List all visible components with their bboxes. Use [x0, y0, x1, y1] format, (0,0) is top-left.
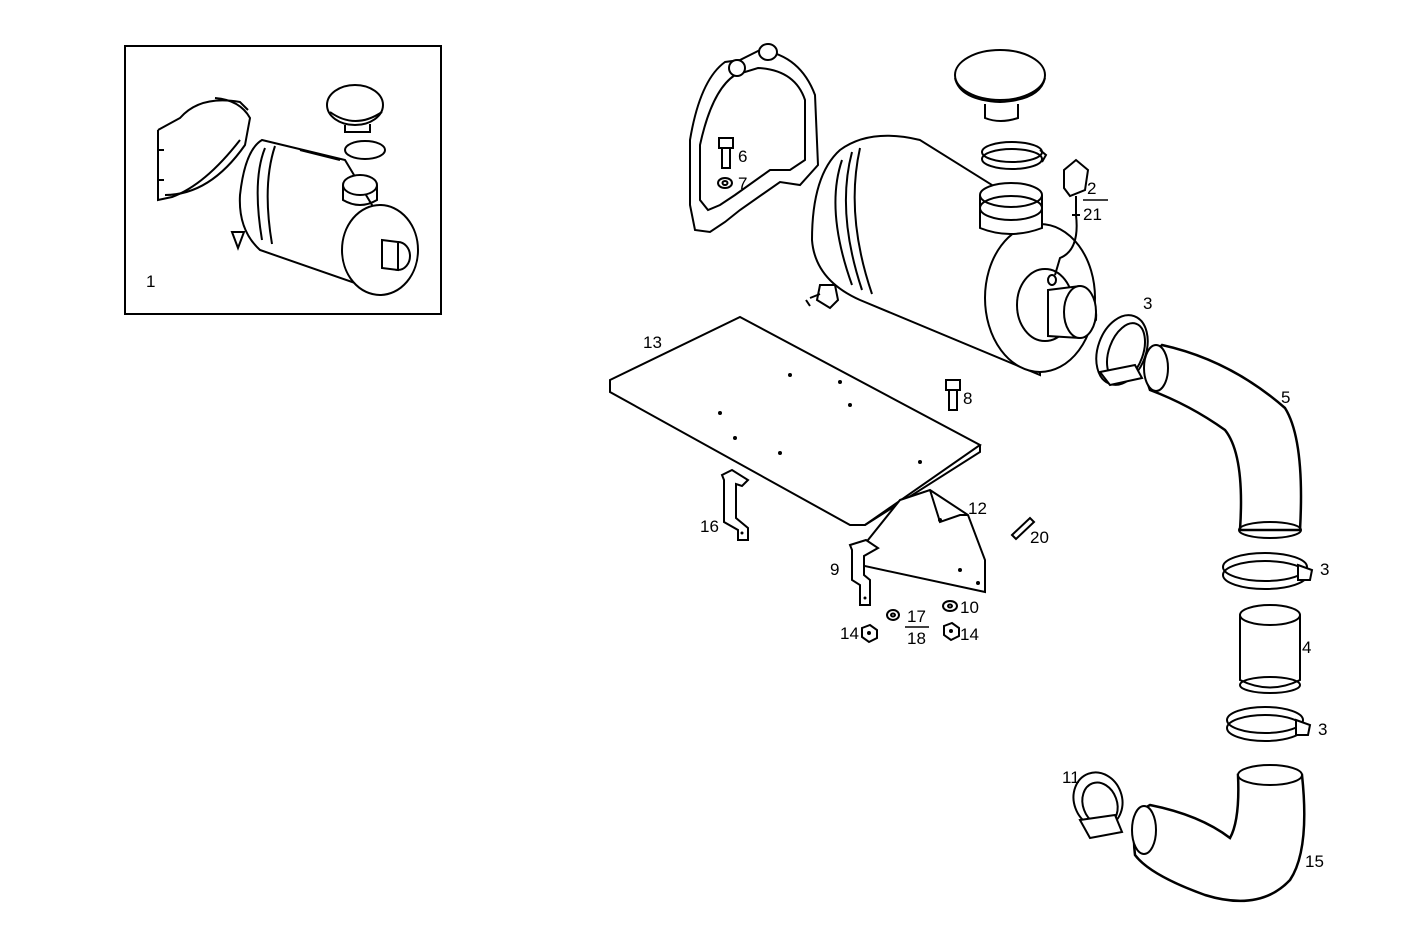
- callout-4: 4: [1302, 638, 1311, 657]
- nut-14-left: [861, 623, 878, 644]
- washer-17-18: [886, 609, 900, 621]
- filter-cap: [954, 49, 1046, 122]
- callout-21: 21: [1083, 205, 1102, 224]
- callout-8: 8: [963, 389, 972, 408]
- nut-10: [942, 600, 958, 612]
- hose-elbow-lower: [1131, 764, 1306, 903]
- callout-16: 16: [700, 517, 719, 536]
- callout-labels: 2 21 3 5 3 4 3 11 15 6 7 13 8 12 20 16 9…: [643, 147, 1329, 871]
- stud-20: [1010, 516, 1036, 541]
- hose-clamp-middle: [1222, 552, 1314, 590]
- callout-15: 15: [1305, 852, 1324, 871]
- callout-14-right: 14: [960, 625, 979, 644]
- callout-14-left: 14: [840, 624, 859, 643]
- mounting-bracket-plate: [689, 43, 820, 234]
- callout-18: 18: [907, 629, 926, 648]
- air-filter-body: [805, 134, 1098, 377]
- top-clamp: [981, 141, 1048, 170]
- callout-13: 13: [643, 333, 662, 352]
- hose-elbow-upper: [1143, 343, 1303, 539]
- callout-17: 17: [907, 607, 926, 626]
- bolt-8: [945, 379, 961, 411]
- sleeve-tube: [1239, 604, 1301, 694]
- callout-9: 9: [830, 560, 839, 579]
- callout-20: 20: [1030, 528, 1049, 547]
- callout-6: 6: [738, 147, 747, 166]
- callout-11: 11: [1062, 768, 1080, 787]
- nut-14-right: [943, 621, 960, 642]
- callout-5: 5: [1281, 388, 1290, 407]
- callout-3-upper: 3: [1143, 294, 1152, 313]
- callout-7: 7: [738, 174, 747, 193]
- callout-3-middle: 3: [1320, 560, 1329, 579]
- hose-clamp-lower: [1226, 706, 1312, 742]
- strap-bracket-16: [720, 468, 750, 541]
- strap-bracket-9: [848, 538, 880, 606]
- inset-assembly-view: 1: [124, 45, 442, 315]
- callout-3-lower: 3: [1318, 720, 1327, 739]
- callout-1: 1: [146, 272, 155, 291]
- callout-12: 12: [968, 499, 987, 518]
- callout-2: 2: [1087, 179, 1096, 198]
- callout-10: 10: [960, 598, 979, 617]
- hose-clamp-11: [1072, 771, 1124, 840]
